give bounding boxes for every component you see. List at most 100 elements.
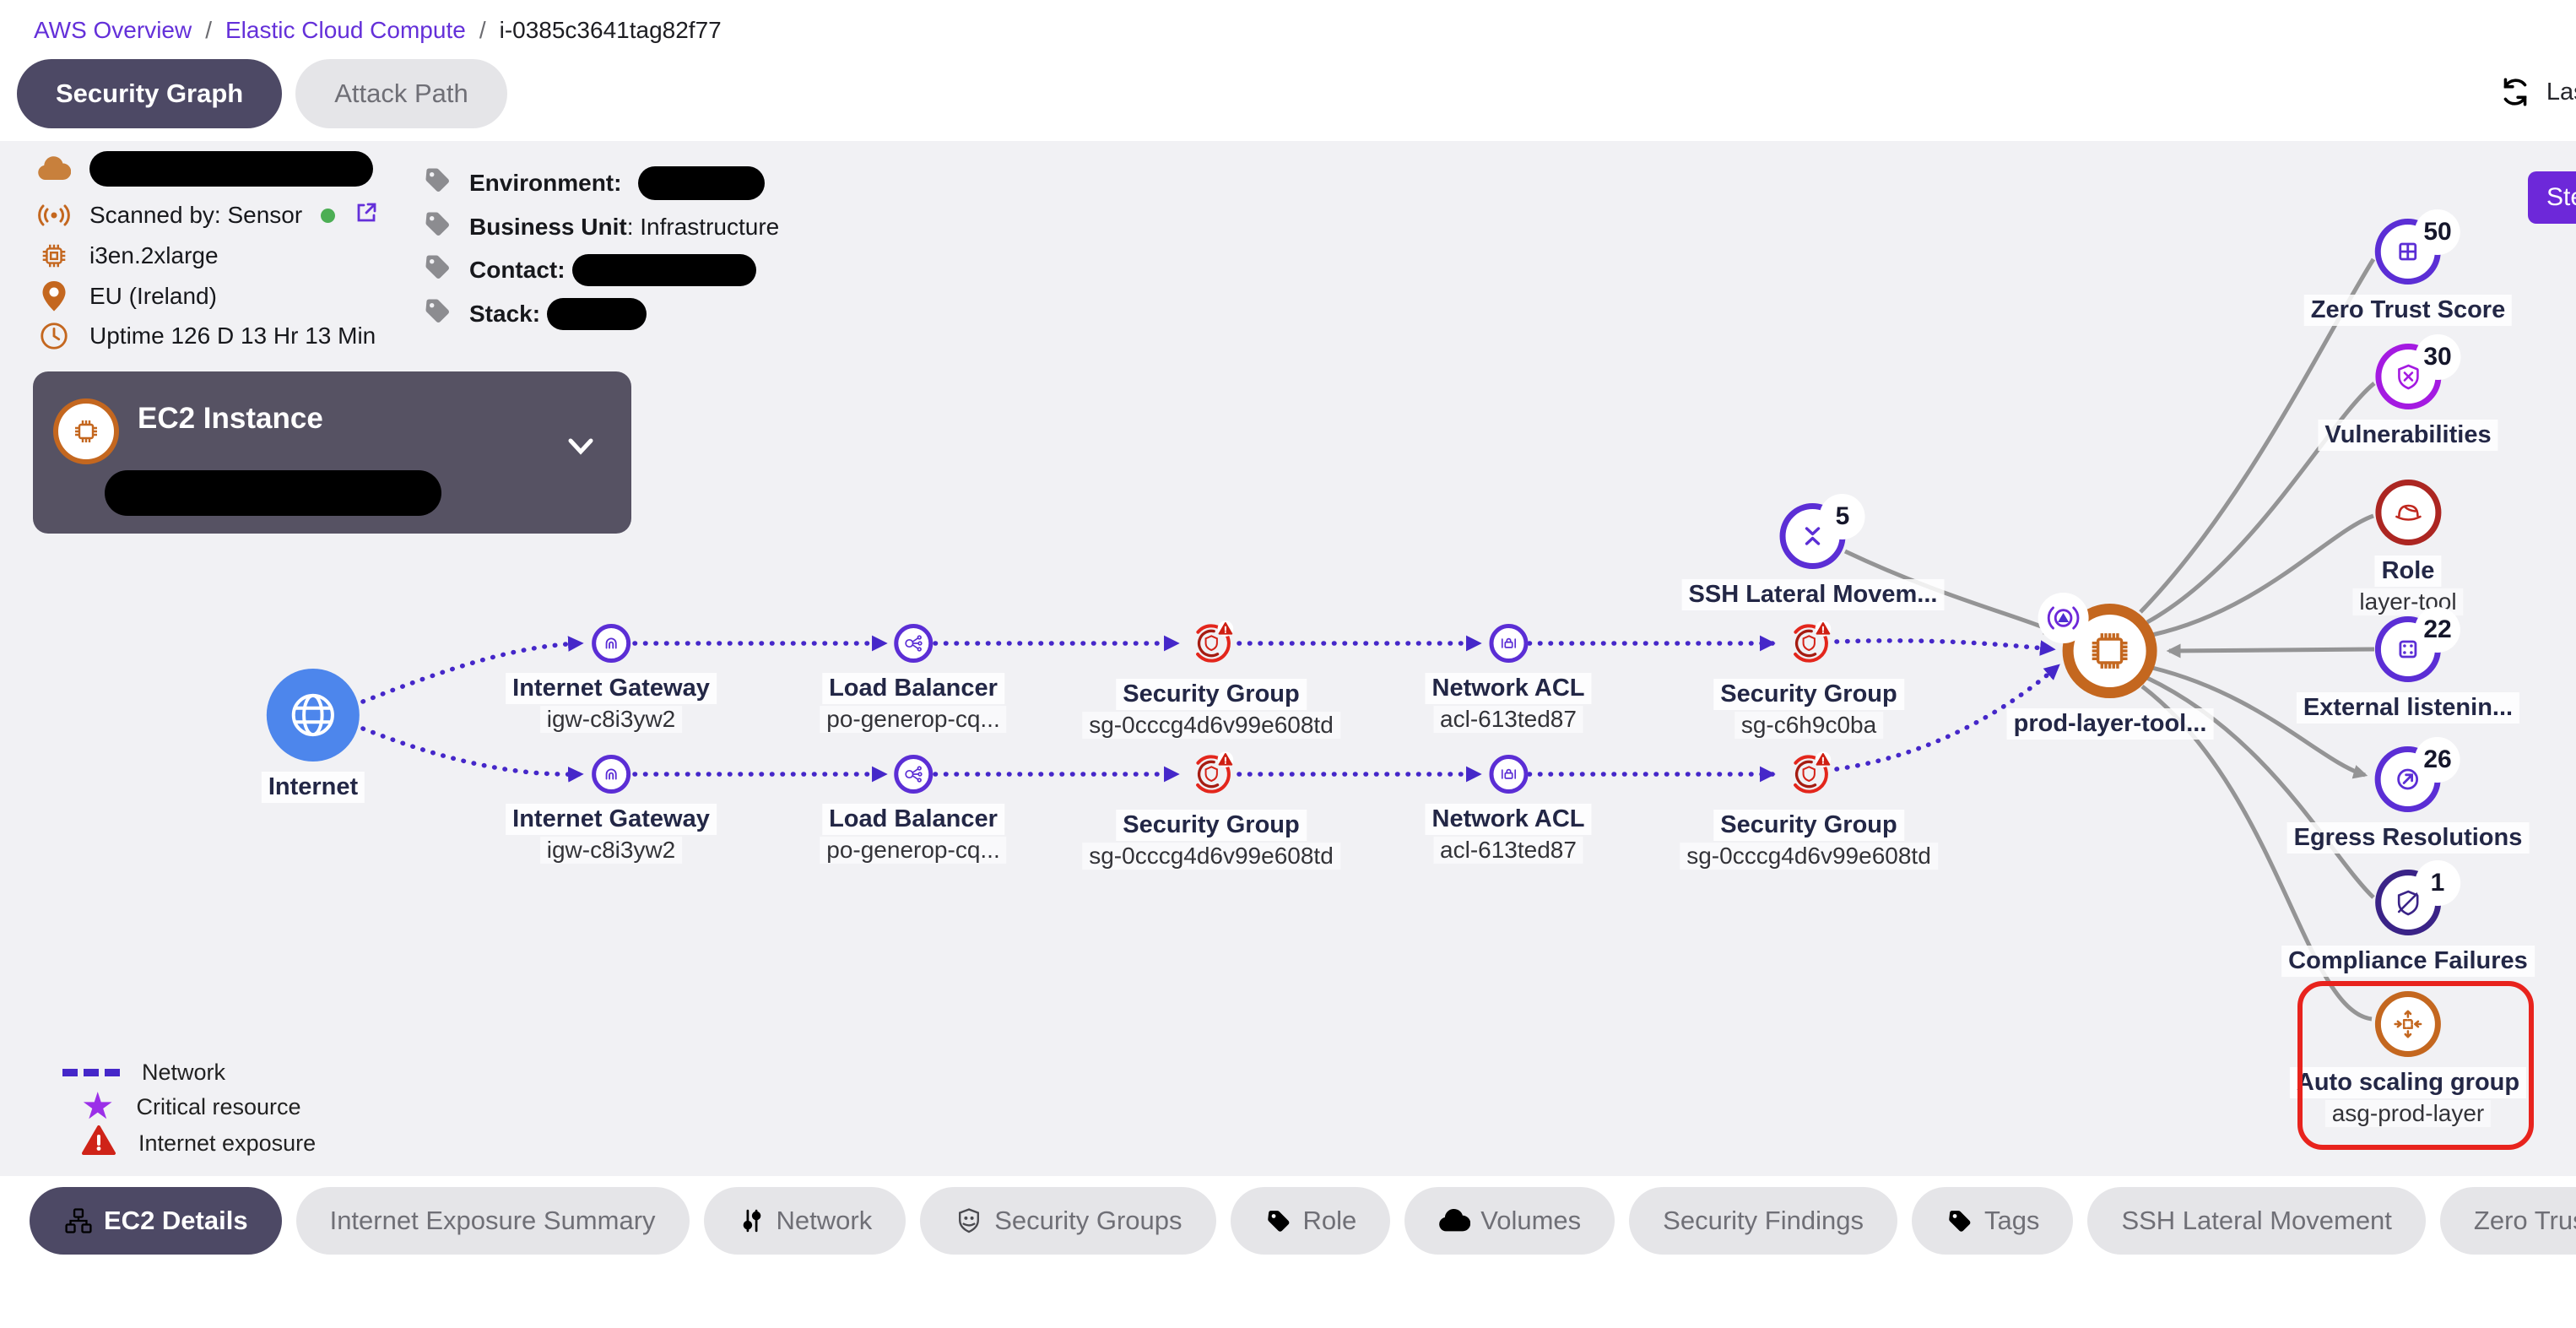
uptime-text: Uptime 126 D 13 Hr 13 Min (89, 323, 376, 349)
tag-contact-label: Contact: (469, 256, 566, 283)
node-security-group-2[interactable]: Security Group sg-c6h9c0ba (1713, 618, 1904, 740)
count-badge: 50 (2415, 209, 2460, 255)
view-tabs: Security Graph Attack Path (17, 59, 507, 128)
header-right: Last up (2498, 74, 2576, 110)
node-security-group-4[interactable]: Security Group sg-0cccg4d6v99e608td (1680, 749, 1938, 870)
tab-role[interactable]: Role (1230, 1187, 1391, 1255)
refresh-icon[interactable] (2498, 74, 2533, 110)
security-group-icon (1186, 618, 1237, 669)
chip-icon (37, 240, 71, 272)
legend-critical-resource: ★ Critical resource (81, 1086, 301, 1127)
scanned-by-row: Scanned by: Sensor (37, 198, 379, 232)
auto-scaling-group-icon (2375, 991, 2441, 1057)
breadcrumb-separator: / (479, 17, 486, 43)
node-auto-scaling-group[interactable]: Auto scaling group asg-prod-layer (2289, 991, 2527, 1128)
region-text: EU (Ireland) (89, 283, 217, 309)
graph-edges (360, 257, 2376, 1022)
ec2-instance-card[interactable]: EC2 Instance (33, 371, 631, 534)
external-link-icon[interactable] (354, 200, 379, 231)
breadcrumb-instance-id: i-0385c3641tag82f77 (499, 17, 722, 43)
role-hard-hat-icon (2374, 480, 2441, 545)
security-group-icon (1186, 749, 1237, 800)
load-balancer-icon (894, 624, 933, 663)
node-security-group-3[interactable]: Security Group sg-0cccg4d6v99e608td (1082, 749, 1340, 870)
tab-security-graph[interactable]: Security Graph (17, 59, 283, 128)
tag-environment-row: Environment: (422, 165, 766, 201)
node-network-acl-2[interactable]: Network ACL acl-613ted87 (1425, 755, 1592, 865)
breadcrumb-aws-overview[interactable]: AWS Overview (34, 17, 192, 43)
tab-attack-path[interactable]: Attack Path (295, 59, 507, 128)
tag-environment-label: Environment: (469, 169, 622, 196)
instance-type-text: i3en.2xlarge (89, 242, 219, 268)
vulnerabilities-icon: 30 (2375, 334, 2460, 409)
internet-globe-icon (267, 669, 360, 762)
tag-icon (422, 295, 452, 332)
redacted-stack-value (547, 297, 647, 330)
tab-volumes[interactable]: Volumes (1404, 1187, 1615, 1255)
highlight-box-auto-scaling-group (2297, 981, 2534, 1150)
count-badge: 1 (2415, 860, 2460, 906)
sensor-signal-icon (37, 198, 71, 232)
tab-zero-trust-score[interactable]: Zero Trust Score (2439, 1187, 2576, 1255)
region-row: EU (Ireland) (37, 279, 217, 313)
node-vulnerabilities[interactable]: 30 Vulnerabilities (2318, 334, 2498, 452)
network-acl-icon (1489, 755, 1528, 794)
redacted-account-name (89, 151, 373, 187)
external-listening-icon: 22 (2375, 607, 2460, 682)
node-internet[interactable]: Internet (261, 669, 365, 804)
node-egress-resolutions[interactable]: 26 Egress Resolutions (2286, 737, 2530, 854)
tab-ec2-details[interactable]: EC2 Details (30, 1187, 282, 1255)
node-role[interactable]: Role layer-tool (2352, 480, 2464, 616)
node-security-group-1[interactable]: Security Group sg-0cccg4d6v99e608td (1082, 618, 1340, 740)
tab-security-groups[interactable]: Security Groups (920, 1187, 1216, 1255)
node-zero-trust-score[interactable]: 50 Zero Trust Score (2303, 209, 2513, 327)
node-internet-gateway-2[interactable]: Internet Gateway igw-c8i3yw2 (506, 755, 717, 865)
star-icon: ★ (81, 1086, 115, 1127)
tag-icon (422, 165, 452, 201)
chevron-down-icon[interactable] (564, 436, 598, 462)
security-graph-canvas: Scanned by: Sensor i3en.2xlarge EU (Irel… (0, 141, 2576, 1176)
node-load-balancer-2[interactable]: Load Balancer po-generop-cq... (820, 755, 1007, 865)
redacted-contact-value (571, 253, 756, 286)
legend-internet-exposure: Internet exposure (81, 1125, 316, 1163)
redacted-instance-name (105, 470, 441, 516)
egress-resolutions-icon: 26 (2375, 737, 2460, 812)
compliance-failures-icon: 1 (2375, 860, 2460, 935)
breadcrumb: AWS Overview / Elastic Cloud Compute / i… (34, 17, 722, 44)
security-group-icon (1783, 749, 1834, 800)
ec2-chip-icon (53, 398, 119, 464)
node-ssh-lateral-movement[interactable]: 5 SSH Lateral Movem... (1681, 494, 1945, 611)
scanned-by-text: Scanned by: Sensor (89, 202, 303, 228)
sensor-status-dot (321, 208, 336, 223)
instance-type-row: i3en.2xlarge (37, 240, 219, 272)
count-badge: 26 (2415, 737, 2460, 783)
tab-network[interactable]: Network (703, 1187, 906, 1255)
gateway-icon (592, 624, 630, 663)
node-network-acl-1[interactable]: Network ACL acl-613ted87 (1425, 624, 1592, 734)
node-load-balancer-1[interactable]: Load Balancer po-generop-cq... (820, 624, 1007, 734)
clock-icon (37, 320, 71, 352)
breadcrumb-separator: / (205, 17, 212, 43)
ec2-card-title: EC2 Instance (138, 402, 323, 435)
tag-icon (422, 209, 452, 245)
last-updated-label: Last up (2546, 78, 2576, 106)
gateway-icon (592, 755, 630, 794)
tag-stack-label: Stack: (469, 300, 541, 327)
tag-contact-row: Contact: (422, 252, 756, 288)
network-acl-icon (1489, 624, 1528, 663)
redacted-environment-value (638, 165, 766, 200)
breadcrumb-elastic-cloud-compute[interactable]: Elastic Cloud Compute (225, 17, 466, 43)
tab-internet-exposure-summary[interactable]: Internet Exposure Summary (295, 1187, 690, 1255)
cloud-account-row (37, 151, 373, 187)
step-action-button[interactable]: Ste (2528, 171, 2576, 224)
node-ec2-central[interactable]: prod-layer-tool... (2006, 593, 2214, 740)
node-compliance-failures[interactable]: 1 Compliance Failures (2281, 860, 2535, 978)
tab-tags[interactable]: Tags (1911, 1187, 2074, 1255)
count-badge: 22 (2415, 607, 2460, 653)
tab-security-findings[interactable]: Security Findings (1629, 1187, 1897, 1255)
node-external-listening[interactable]: 22 External listenin... (2296, 607, 2520, 724)
node-internet-gateway-1[interactable]: Internet Gateway igw-c8i3yw2 (506, 624, 717, 734)
tab-ssh-lateral-movement[interactable]: SSH Lateral Movement (2087, 1187, 2426, 1255)
count-badge: 5 (1820, 494, 1865, 539)
zero-trust-score-icon: 50 (2375, 209, 2460, 285)
